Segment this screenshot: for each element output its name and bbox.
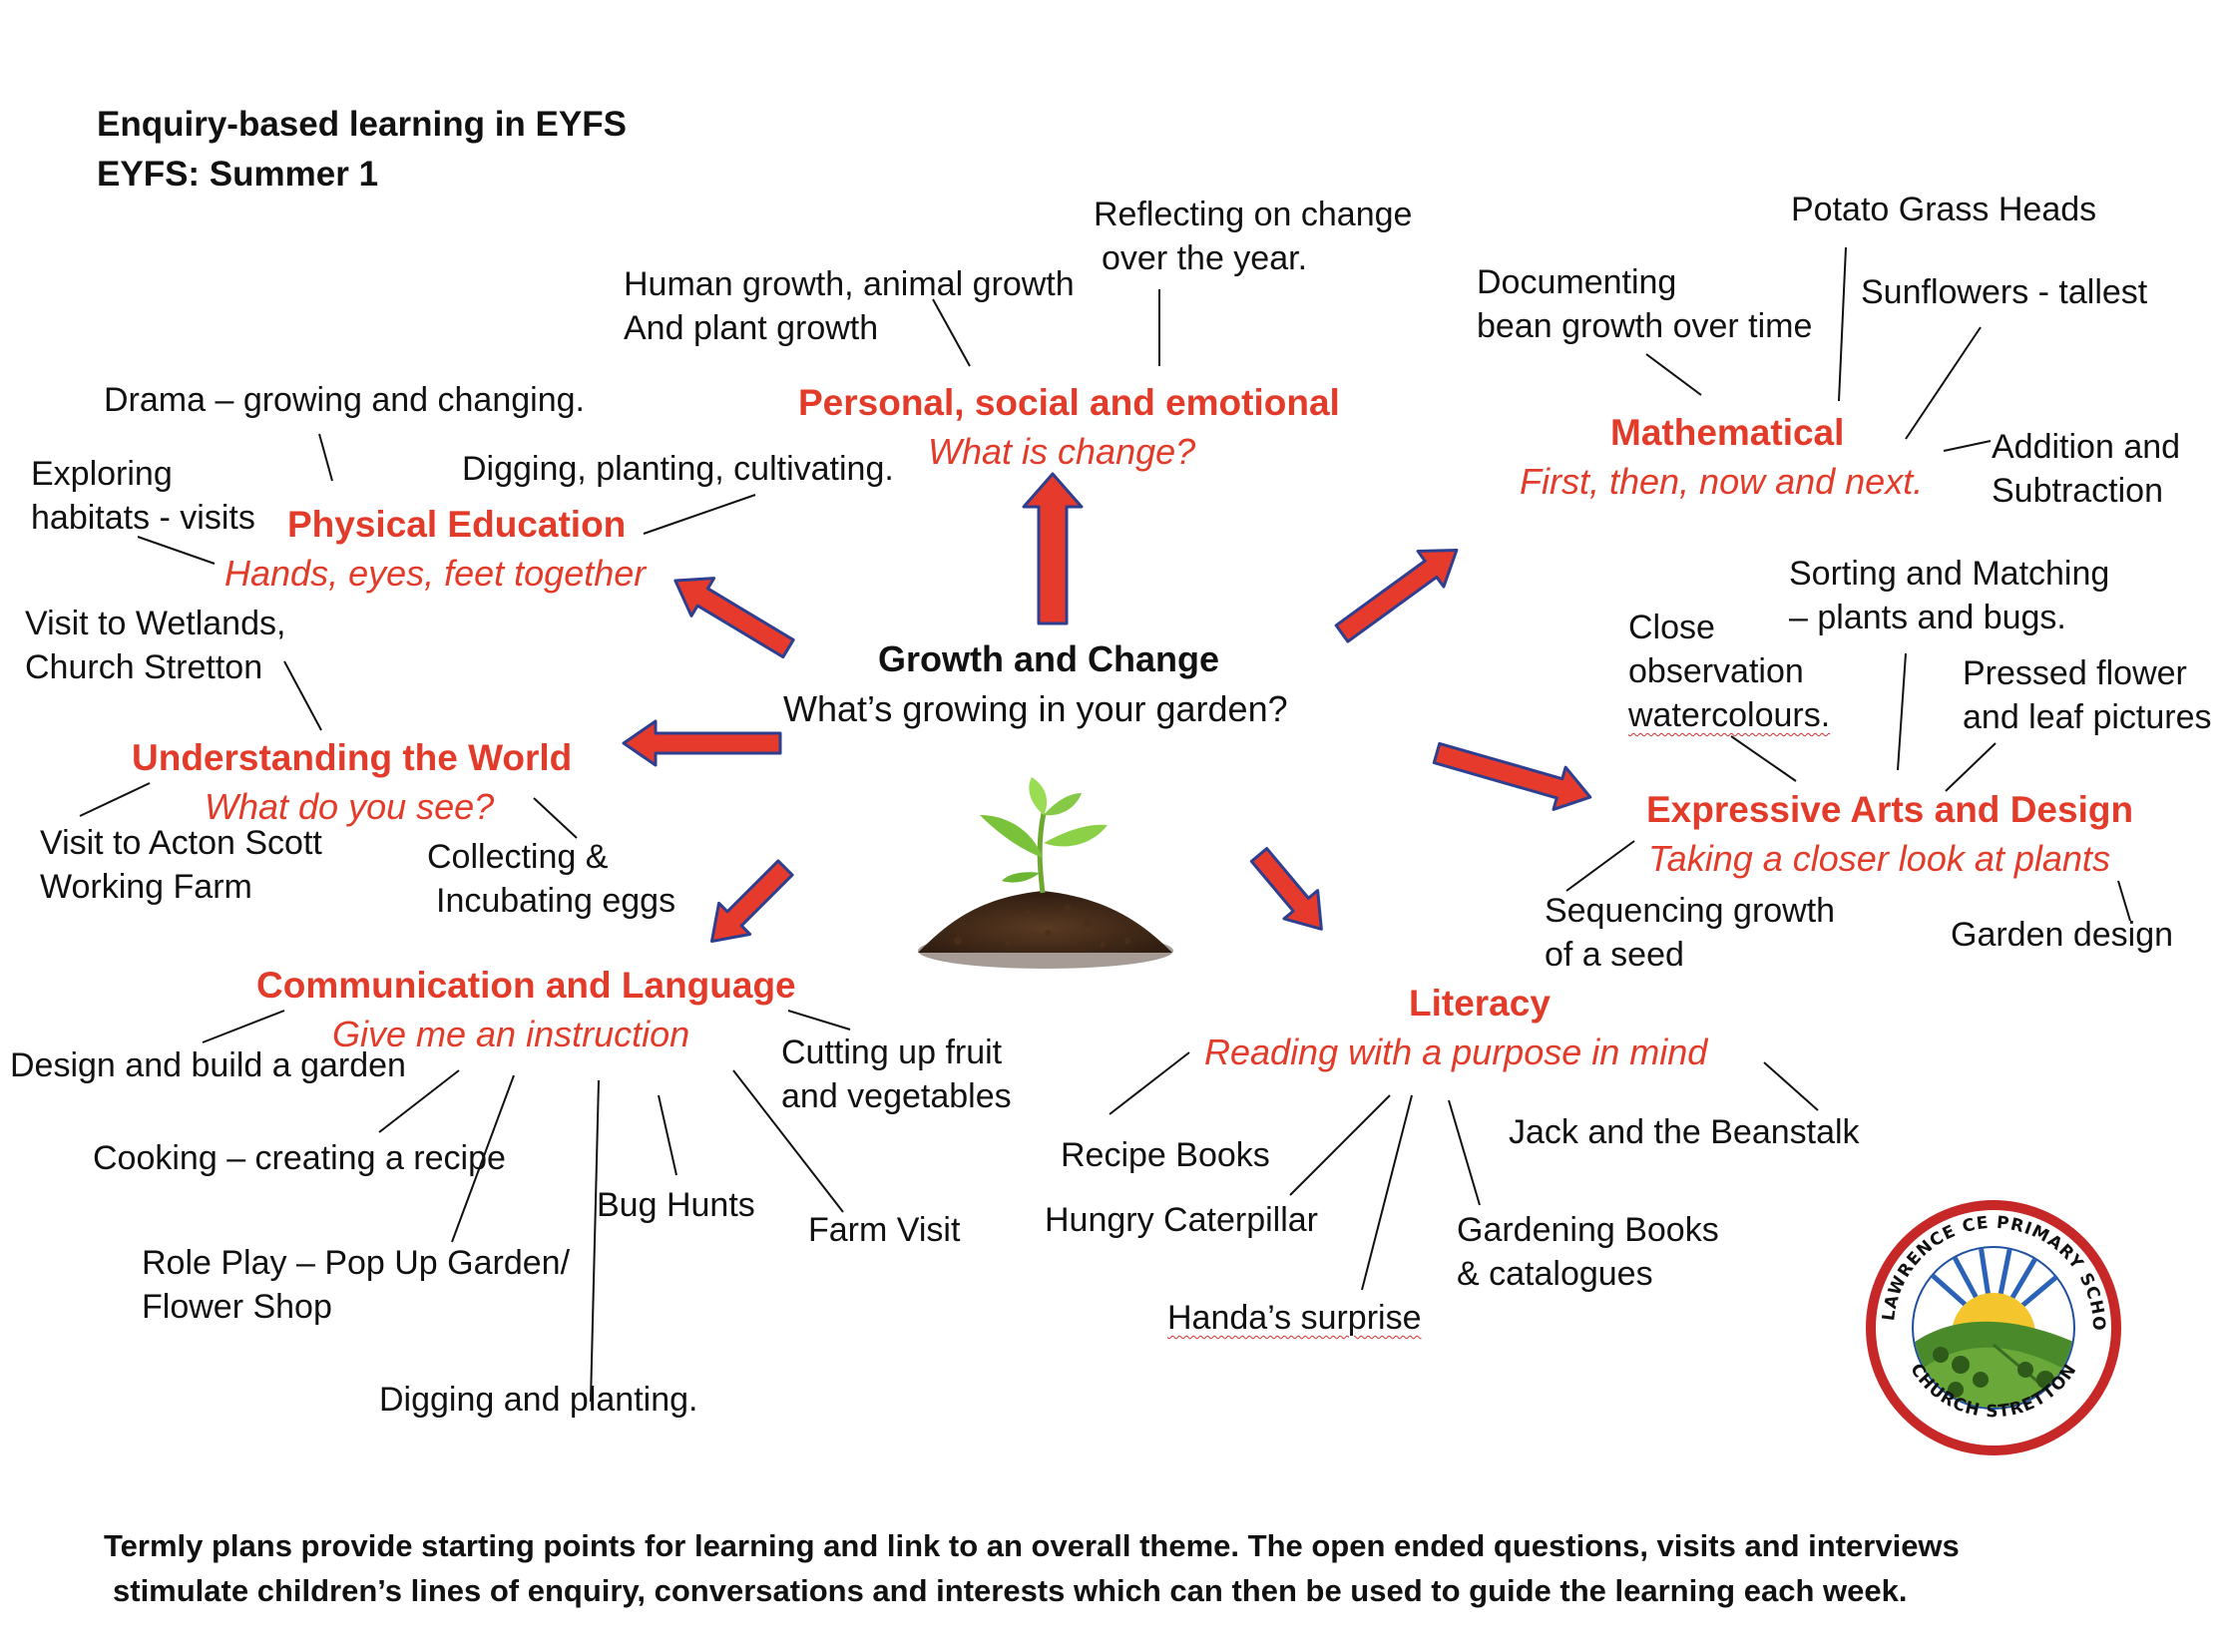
note-ead-close-3: watercolours.	[1628, 696, 1831, 734]
note-math-bean-2: bean growth over time	[1477, 307, 1813, 345]
area-question-pe: Hands, eyes, feet together	[224, 553, 647, 594]
center-question: What’s growing in your garden?	[783, 688, 1288, 729]
note-math-potato: Potato Grass Heads	[1791, 191, 2097, 228]
note-lit-handa: Handa’s surprise	[1167, 1299, 1422, 1337]
note-cl-roleplay-2: Flower Shop	[142, 1288, 332, 1326]
note-cl-bug-hunts: Bug Hunts	[597, 1186, 755, 1224]
term-label: EYFS: Summer 1	[97, 155, 379, 194]
footer-line-1: Termly plans provide starting points for…	[104, 1528, 1960, 1563]
note-pse-reflect-1: Reflecting on change	[1094, 196, 1413, 233]
arrow-to-math	[1334, 549, 1459, 643]
note-ead-close-1: Close	[1628, 609, 1715, 646]
note-math-sunflowers: Sunflowers - tallest	[1861, 273, 2148, 311]
note-ead-seq-2: of a seed	[1545, 936, 1684, 974]
center-title: Growth and Change	[878, 638, 1219, 679]
note-pe-exploring-2: habitats - visits	[31, 499, 255, 537]
note-cl-farm-visit: Farm Visit	[808, 1211, 961, 1249]
note-cl-cutting-2: and vegetables	[781, 1077, 1012, 1115]
arrow-to-pse	[1022, 472, 1084, 625]
note-lit-gardening-2: & catalogues	[1457, 1255, 1653, 1293]
arrow-to-cl	[709, 859, 794, 944]
note-ead-pressed-2: and leaf pictures	[1963, 698, 2212, 736]
area-question-utw: What do you see?	[205, 786, 495, 827]
note-ead-sorting-1: Sorting and Matching	[1789, 555, 2110, 593]
note-lit-gardening-1: Gardening Books	[1457, 1211, 1719, 1249]
note-pe-digging: Digging, planting, cultivating.	[462, 450, 894, 488]
direction-arrows	[622, 472, 1592, 944]
area-title-pe: Physical Education	[287, 504, 627, 545]
note-utw-acton-2: Working Farm	[40, 868, 252, 906]
area-question-pse: What is change?	[928, 431, 1196, 472]
note-ead-garden-design: Garden design	[1951, 916, 2174, 954]
note-cl-garden: Design and build a garden	[10, 1046, 406, 1084]
note-math-addition-1: Addition and	[1992, 428, 2181, 466]
arrow-to-utw	[622, 719, 782, 767]
note-pse-growth-2: And plant growth	[624, 309, 879, 347]
area-title-ead: Expressive Arts and Design	[1646, 789, 2134, 830]
arrow-to-pe	[673, 577, 795, 659]
note-ead-sorting-2: – plants and bugs.	[1789, 599, 2066, 636]
footer-line-2: stimulate children’s lines of enquiry, c…	[113, 1573, 1908, 1608]
area-question-cl: Give me an instruction	[332, 1014, 690, 1054]
note-utw-wetlands-2: Church Stretton	[25, 648, 263, 686]
note-lit-caterpillar: Hungry Caterpillar	[1045, 1201, 1318, 1239]
area-title-utw: Understanding the World	[132, 737, 573, 778]
note-utw-acton-1: Visit to Acton Scott	[40, 824, 322, 862]
note-cl-roleplay-1: Role Play – Pop Up Garden/	[142, 1244, 571, 1282]
arrow-to-ead	[1432, 741, 1592, 811]
note-lit-recipe: Recipe Books	[1061, 1136, 1270, 1174]
note-ead-pressed-1: Pressed flower	[1963, 654, 2187, 692]
note-cl-digging: Digging and planting.	[379, 1381, 698, 1419]
note-pe-drama: Drama – growing and changing.	[104, 381, 585, 419]
area-title-pse: Personal, social and emotional	[798, 382, 1340, 423]
area-title-math: Mathematical	[1610, 412, 1845, 453]
note-ead-seq-1: Sequencing growth	[1545, 892, 1836, 930]
area-question-ead: Taking a closer look at plants	[1648, 838, 2110, 879]
arrow-to-lit	[1249, 847, 1323, 931]
note-pse-growth-1: Human growth, animal growth	[624, 265, 1075, 303]
area-title-cl: Communication and Language	[256, 965, 796, 1006]
note-math-addition-2: Subtraction	[1992, 472, 2163, 510]
note-utw-eggs-1: Collecting &	[427, 838, 609, 876]
note-pe-exploring-1: Exploring	[31, 455, 173, 493]
area-question-math: First, then, now and next.	[1520, 461, 1924, 502]
note-pse-reflect-2: over the year.	[1102, 239, 1308, 277]
note-cl-cutting-1: Cutting up fruit	[781, 1033, 1003, 1071]
note-utw-wetlands-1: Visit to Wetlands,	[25, 605, 286, 642]
note-math-bean-1: Documenting	[1477, 263, 1677, 301]
note-cl-cooking: Cooking – creating a recipe	[93, 1139, 506, 1177]
area-question-lit: Reading with a purpose in mind	[1204, 1032, 1708, 1072]
area-title-lit: Literacy	[1409, 983, 1551, 1024]
seedling-image	[918, 777, 1173, 969]
note-lit-beanstalk: Jack and the Beanstalk	[1509, 1113, 1860, 1151]
note-utw-eggs-2: Incubating eggs	[436, 882, 676, 920]
note-ead-close-2: observation	[1628, 652, 1804, 690]
page-title: Enquiry-based learning in EYFS	[97, 105, 627, 144]
school-logo: ST. LAWRENCE CE PRIMARY SCHOOL CHURCH ST…	[1861, 1195, 2121, 1455]
